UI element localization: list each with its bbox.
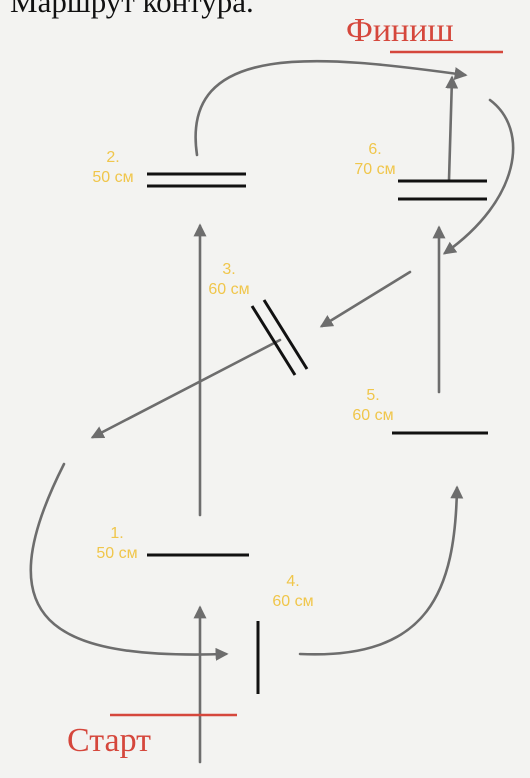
finish-label: Финиш	[346, 12, 454, 49]
obstacle-1-label: 1. 50 см	[86, 524, 148, 564]
obstacle-3-bar	[250, 299, 309, 376]
obstacle-6-label: 6. 70 см	[344, 140, 406, 180]
obstacle-2-label: 2. 50 см	[82, 148, 144, 188]
obstacle-5-length: 60 см	[352, 407, 394, 424]
route-arrow-6-to-finish	[445, 75, 459, 182]
obstacle-2-length: 50 см	[92, 169, 134, 186]
obstacle-5-number: 5.	[366, 387, 380, 404]
obstacle-2-number: 2.	[106, 149, 120, 166]
route-arrow-finish-to-3	[442, 98, 515, 255]
obstacle-3-label: 3. 60 см	[198, 260, 260, 300]
obstacle-1-length: 50 см	[96, 545, 138, 562]
obstacle-2-bar	[147, 172, 246, 188]
obstacle-4-number: 4.	[286, 573, 300, 590]
obstacle-4-label: 4. 60 см	[262, 572, 324, 612]
route-arrow-2-to-6	[194, 59, 468, 157]
obstacle-3-number: 3.	[222, 261, 236, 278]
obstacle-3-length: 60 см	[208, 281, 250, 298]
route-arrow-3-to-left	[90, 338, 282, 439]
obstacle-1-number: 1.	[110, 525, 124, 542]
start-label: Старт	[67, 722, 152, 759]
obstacle-5-label: 5. 60 см	[342, 386, 404, 426]
obstacle-6-bar	[398, 179, 487, 201]
obstacle-6-length: 70 см	[354, 161, 396, 178]
route-arrow-left-loop	[29, 462, 229, 661]
diagram-title: Маршрут контура.	[10, 0, 254, 19]
route-arrow-to-3	[319, 270, 412, 328]
route-arrow-4-to-5	[298, 485, 464, 656]
obstacle-4-length: 60 см	[272, 593, 314, 610]
obstacle-6-number: 6.	[368, 141, 382, 158]
